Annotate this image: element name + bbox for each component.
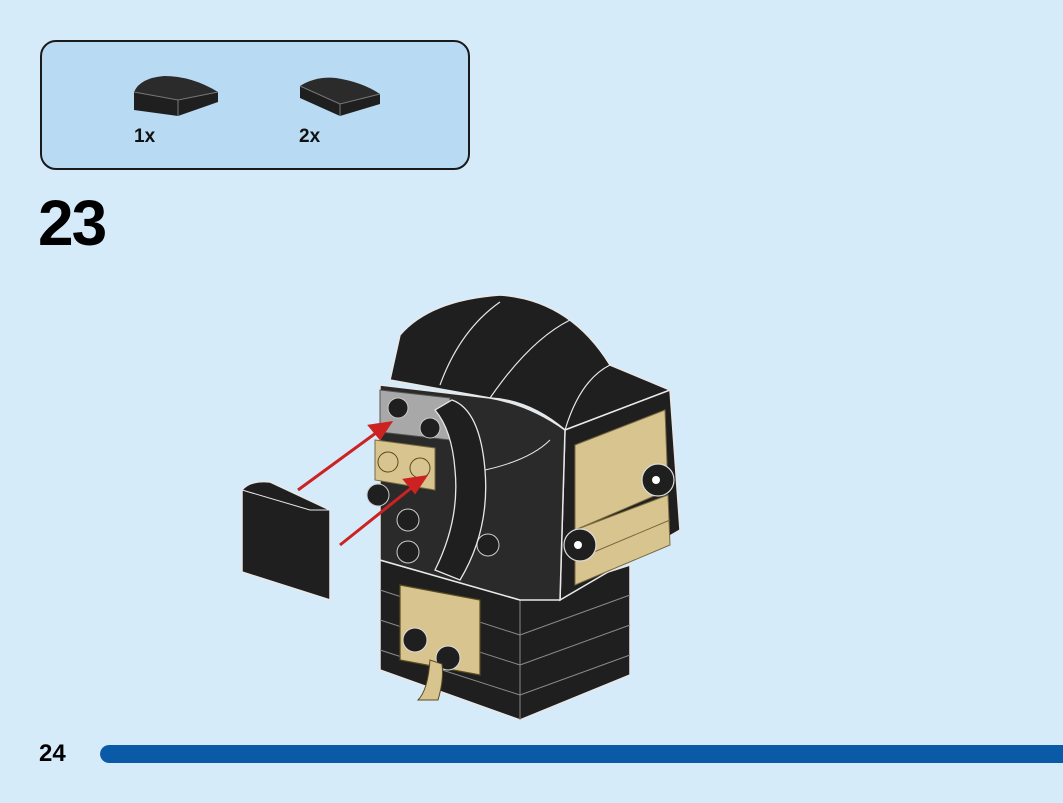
eye-stud-right	[641, 463, 675, 497]
parts-list-box: 1x 2x	[40, 40, 470, 170]
curved-slope-brick-icon	[133, 76, 219, 116]
progress-fill	[100, 745, 1063, 763]
step-number: 23	[38, 187, 107, 259]
eye-stud-left	[563, 528, 597, 562]
new-curved-slope-part	[241, 480, 331, 602]
model-head-top	[389, 294, 673, 431]
model-hair-strand	[434, 399, 487, 581]
model-tan-tile	[399, 584, 481, 676]
assembly-arrow-lower	[339, 475, 429, 547]
progress-bar	[100, 745, 1063, 763]
part-count-2: 2x	[299, 126, 321, 147]
assembly-arrow-upper	[297, 421, 394, 492]
page-number: 24	[39, 740, 66, 767]
curved-slope-brick-icon	[299, 77, 381, 116]
brick-model-illustration	[241, 294, 681, 721]
part-count-1: 1x	[134, 126, 156, 147]
